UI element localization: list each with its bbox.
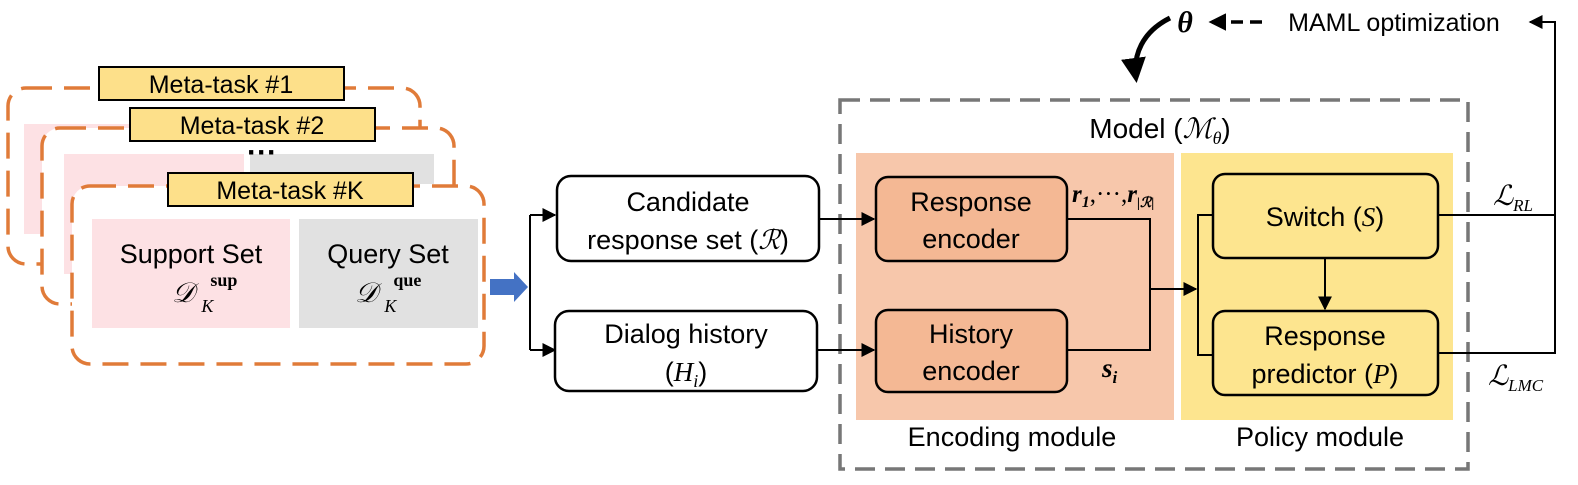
meta-task-tab-1-label: Meta-task #1 (149, 71, 294, 99)
svg-text:encoder: encoder (922, 224, 1020, 254)
query-set-title: Query Set (327, 239, 449, 269)
svg-text:History: History (929, 319, 1014, 349)
support-set-box (92, 219, 290, 328)
maml-optimization-label: MAML optimization (1288, 9, 1500, 37)
model-frame (838, 98, 1470, 471)
svg-text:predictor (P): predictor (P) (1251, 359, 1398, 389)
meta-task-tab-1 (98, 66, 345, 101)
candidate-response-set-box: Candidate response set (ℛ) (555, 174, 821, 263)
meta-task-ellipsis: ··· (247, 136, 277, 169)
query-set-box (299, 219, 478, 328)
switch-box: Switch (S) (1211, 172, 1440, 260)
svg-text:encoder: encoder (922, 356, 1020, 386)
meta-task-tab-2 (129, 107, 376, 142)
dialog-history-box: Dialog history (Hi) (553, 309, 819, 393)
query-set-symbol: 𝒟 K que (355, 270, 421, 319)
support-set-title: Support Set (120, 239, 263, 269)
theta-to-model-arrow (1121, 15, 1172, 83)
policy-module-label: Policy module (1236, 422, 1404, 452)
encoding-module-label: Encoding module (908, 422, 1117, 452)
flow-block-arrow (490, 272, 528, 302)
svg-text:Candidate: Candidate (626, 187, 749, 217)
svg-text:response set (ℛ): response set (ℛ) (587, 225, 789, 255)
meta-task-tab-2-label: Meta-task #2 (180, 112, 325, 140)
loss-feedback-connector (1438, 15, 1556, 354)
svg-text:Dialog history: Dialog history (604, 319, 768, 349)
meta-task-tab-k (167, 172, 414, 207)
svg-text:(Hi): (Hi) (665, 357, 708, 391)
loss-rl-label: ℒRL (1493, 181, 1533, 215)
meta-task-stack: Meta-task #1 Meta-task #2 ··· Meta-task … (6, 66, 486, 366)
support-set-symbol: 𝒟 K sup (172, 270, 237, 319)
response-encoder-box: Response encoder (874, 175, 1069, 263)
history-encoder-box: History encoder (874, 308, 1069, 394)
encoder-merge-connector (1067, 218, 1198, 351)
svg-text:Response: Response (1264, 321, 1386, 351)
svg-text:Response: Response (910, 187, 1032, 217)
svg-text:Switch (S): Switch (S) (1266, 202, 1385, 232)
response-embeddings-label: r1,···,r|ℛ| (1072, 181, 1154, 211)
input-branch-connector (529, 208, 557, 357)
meta-task-tab-k-label: Meta-task #K (216, 177, 364, 205)
state-embedding-label: si (1101, 353, 1118, 387)
theta-label: θ (1177, 6, 1193, 39)
policy-branch-connector (1197, 214, 1213, 356)
response-predictor-box: Response predictor (P) (1211, 309, 1440, 397)
loss-lmc-label: ℒLMC (1488, 361, 1544, 395)
model-title: Model (ℳθ) (1089, 113, 1231, 148)
